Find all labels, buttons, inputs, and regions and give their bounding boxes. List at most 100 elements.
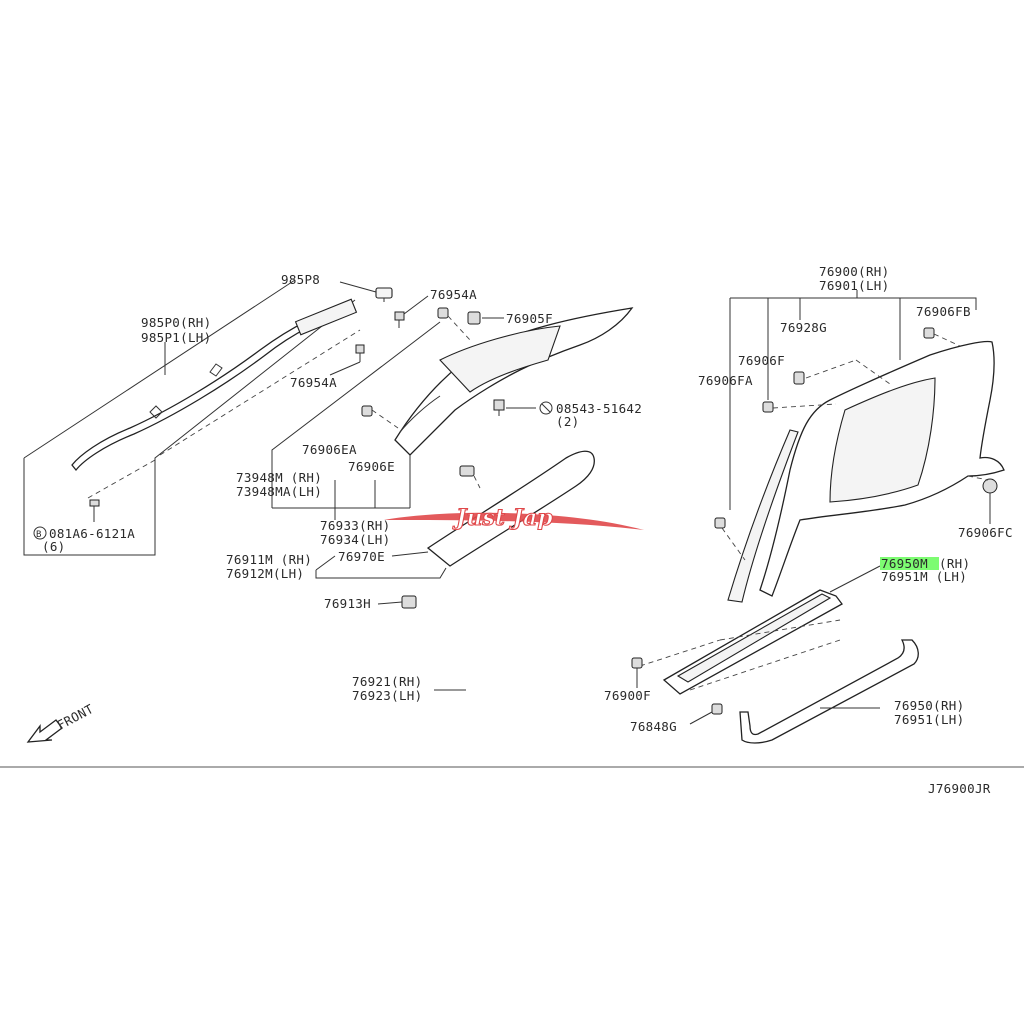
- door-weatherstrip-inner: [459, 411, 726, 734]
- leader-frame-76900: [730, 297, 977, 310]
- label-76911M: 76911M (RH): [226, 552, 312, 567]
- dash-sill-back: [719, 619, 841, 641]
- label-08543-qty: (2): [556, 414, 579, 429]
- screw-08543-icon: [493, 399, 505, 416]
- dash-76906EA: [371, 409, 399, 429]
- leader-76954A-top: [403, 295, 429, 315]
- leader-76954A-lower: [329, 361, 361, 376]
- bolt-081A6-icon: [89, 499, 100, 516]
- label-76921: 76921(RH): [352, 674, 422, 689]
- upper-pillar-trim: [394, 307, 634, 456]
- label-76905F: 76905F: [506, 311, 553, 326]
- pillar-trim-inner: [439, 325, 561, 393]
- airbag-clip-1: [209, 363, 223, 377]
- label-76906F: 76906F: [738, 353, 785, 368]
- lower-b-pillar-trim: [426, 450, 595, 567]
- label-76900: 76900(RH): [819, 264, 889, 279]
- label-985P8: 985P8: [281, 272, 320, 287]
- quarter-trim-speaker-recess: [829, 377, 936, 503]
- leader-985P8: [339, 281, 377, 293]
- dash-airbag-bolt: [87, 459, 156, 499]
- dash-76906F-2: [855, 359, 891, 385]
- quarter-pillar-strip: [727, 429, 799, 603]
- front-arrow-icon: [26, 719, 63, 743]
- clip-left-quarter-icon: [714, 517, 726, 529]
- watermark-logo: Just Jap: [384, 504, 644, 532]
- label-73948M: 73948M (RH): [236, 470, 322, 485]
- bolt-symbol-letter: B: [36, 530, 41, 540]
- dash-76906F: [805, 359, 857, 379]
- label-76906FB: 76906FB: [916, 304, 971, 319]
- dash-76970E: [473, 475, 481, 489]
- label-76928G: 76928G: [780, 320, 827, 335]
- clip-76906F-icon: [793, 371, 805, 385]
- curtain-airbag-group: [23, 279, 429, 556]
- clip-76906FB-icon: [923, 327, 935, 339]
- label-76954A-top: 76954A: [430, 287, 477, 302]
- dash-airbag-upper: [159, 329, 361, 456]
- pillar-trim-edge: [399, 395, 441, 433]
- dash-76906FC: [967, 475, 989, 481]
- clip-76906EA-icon: [361, 405, 373, 417]
- label-081A6: 081A6-6121A: [49, 526, 135, 541]
- label-76950M-side: (RH): [939, 556, 970, 571]
- label-76901: 76901(LH): [819, 278, 889, 293]
- sill-plate-group: [631, 565, 919, 744]
- leader-76970E: [391, 551, 429, 557]
- bolt-symbol-icon: [33, 526, 47, 540]
- label-73948MA: 73948MA(LH): [236, 484, 322, 499]
- kicking-plate-face: [676, 593, 832, 683]
- door-weatherstrip-group: [434, 411, 726, 734]
- label-76923: 76923(LH): [352, 688, 422, 703]
- label-76954A-lower: 76954A: [290, 375, 337, 390]
- dash-left-quarter: [721, 527, 746, 561]
- watermark-text: Just Jap: [452, 505, 553, 531]
- leader-frame-985P0: [23, 299, 356, 556]
- dash-76906FA: [772, 403, 837, 409]
- label-76906EA: 76906EA: [302, 442, 357, 457]
- label-76906E: 76906E: [348, 459, 395, 474]
- label-08543: 08543-51642: [556, 401, 642, 416]
- leader-76950M: [829, 565, 881, 593]
- sensor-985P8-icon: [375, 287, 393, 302]
- label-081A6-qty: (6): [42, 539, 65, 554]
- quarter-trim-group: [714, 290, 1005, 603]
- label-985P0: 985P0(RH): [141, 315, 211, 330]
- label-76970E: 76970E: [338, 549, 385, 564]
- label-76933: 76933(RH): [320, 518, 390, 533]
- screw-symbol-icon: [539, 401, 553, 415]
- label-76934: 76934(LH): [320, 532, 390, 547]
- label-76900F: 76900F: [604, 688, 651, 703]
- airbag-inflator: [294, 298, 358, 336]
- dash-clip-top: [447, 315, 471, 341]
- leader-76848G: [689, 711, 713, 725]
- leader-76913H: [377, 601, 403, 605]
- clip-76848G-icon: [711, 703, 723, 715]
- label-76848G: 76848G: [630, 719, 677, 734]
- leader-frame-top: [23, 279, 296, 459]
- screw-symbol-slash: [541, 403, 551, 413]
- clip-76900F-icon: [631, 657, 643, 669]
- clip-76913H-icon: [401, 595, 417, 609]
- label-76906FC: 76906FC: [958, 525, 1013, 540]
- pillar-trim-group: [271, 307, 634, 609]
- label-76906FA: 76906FA: [698, 373, 753, 388]
- bolt-76954A-top-icon: [394, 311, 405, 328]
- label-76913H: 76913H: [324, 596, 371, 611]
- label-985P1: 985P1(LH): [141, 330, 211, 345]
- diagram-code: J76900JR: [928, 781, 991, 796]
- leader-frame-76911M: [315, 567, 447, 579]
- clip-76905F-icon: [467, 311, 481, 325]
- clip-76906FC-icon: [982, 478, 998, 502]
- label-76950: 76950(RH): [894, 698, 964, 713]
- label-76951M: 76951M (LH): [881, 569, 967, 584]
- airbag-clip-2: [149, 405, 163, 419]
- label-76912M: 76912M(LH): [226, 566, 304, 581]
- leader-frame-73948M: [271, 321, 441, 508]
- bolt-76954A-lower-icon: [355, 344, 365, 362]
- clip-top-icon: [437, 307, 449, 319]
- outer-sill-plate: [739, 639, 919, 744]
- leader-76911M: [315, 555, 336, 571]
- label-76951: 76951(LH): [894, 712, 964, 727]
